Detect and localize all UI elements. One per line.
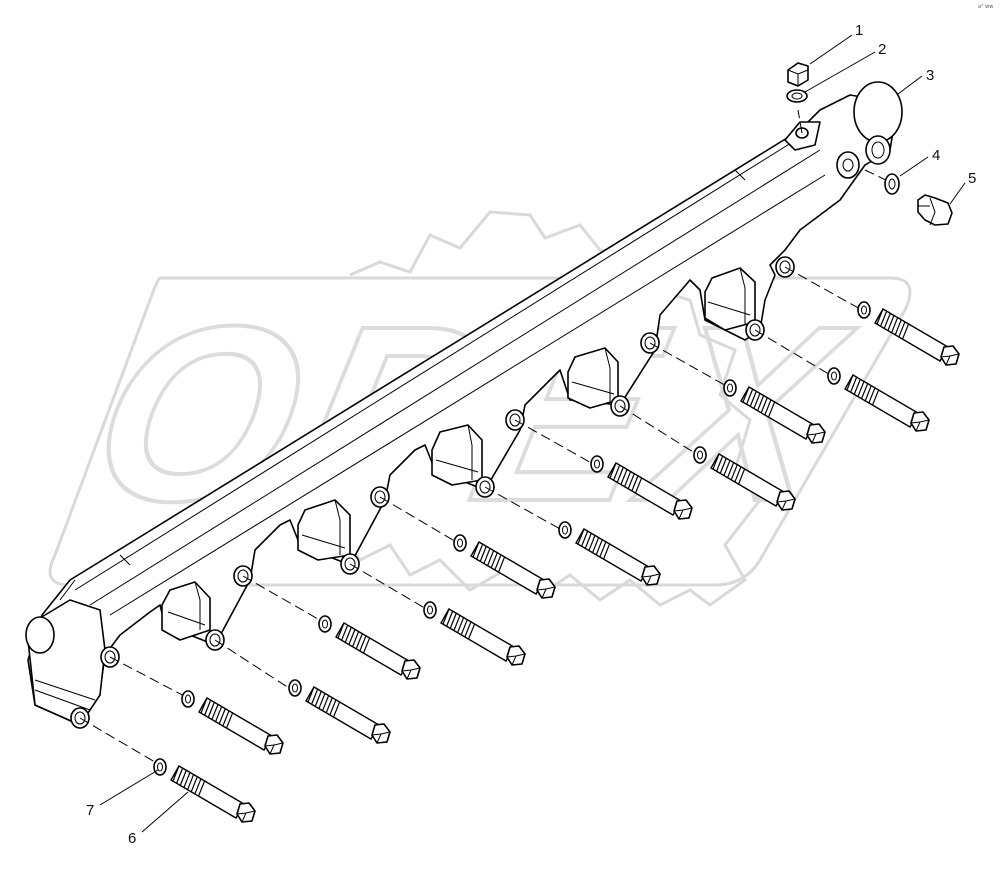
watermark-frame xyxy=(48,276,912,587)
side-port xyxy=(836,151,860,179)
callout-1: 1 xyxy=(855,22,863,39)
left-end-lines xyxy=(34,579,96,711)
callout-leaders xyxy=(99,34,966,833)
exhaust-port-3 xyxy=(431,424,483,486)
bolt-shaft xyxy=(740,386,815,440)
bolt-shaft xyxy=(874,308,949,362)
corner-mark: a° ww xyxy=(978,4,993,10)
bolt-washer-pair xyxy=(827,367,930,432)
bolt-washer-pair xyxy=(857,301,960,366)
sealing-washer-top xyxy=(786,89,808,103)
washer xyxy=(288,679,302,697)
washer xyxy=(423,601,437,619)
exhaust-port-1 xyxy=(161,581,211,641)
assembly-lines xyxy=(79,109,891,766)
bolt-shaft xyxy=(440,608,515,662)
plug-side xyxy=(917,194,953,226)
manifold-top-edge xyxy=(74,127,816,591)
callout-5: 5 xyxy=(968,170,976,187)
bolt-washer-pair xyxy=(288,679,391,744)
plug-top xyxy=(787,62,809,87)
washer xyxy=(453,534,467,552)
outlet-port-inner xyxy=(871,141,885,159)
bolt-washer-pair xyxy=(693,446,796,511)
bolt-shaft xyxy=(335,622,410,676)
bolt-washer-pair xyxy=(423,601,526,666)
side-port-inner xyxy=(842,158,854,172)
callout-6: 6 xyxy=(128,830,136,847)
exhaust-manifold xyxy=(25,81,903,729)
manifold-seam xyxy=(119,169,746,566)
bolt-washer-pair xyxy=(453,534,556,599)
exhaust-port-2 xyxy=(297,499,351,561)
bolt-washer-pair xyxy=(153,758,256,823)
sealing-washer-side xyxy=(884,173,900,195)
callout-labels: 1 2 3 4 5 6 7 xyxy=(86,22,976,847)
bolt-washer-pair xyxy=(558,521,661,586)
washer xyxy=(181,690,195,708)
washer xyxy=(827,367,841,385)
callout-3: 3 xyxy=(926,67,934,84)
bolt-washer-pair xyxy=(590,455,693,520)
washer xyxy=(558,521,572,539)
left-end-plug xyxy=(25,616,55,654)
bolt-shaft xyxy=(844,374,919,428)
outlet-flange xyxy=(853,81,903,143)
callout-4: 4 xyxy=(932,147,940,164)
manifold-upper-line xyxy=(89,149,821,606)
bolt-shaft xyxy=(575,528,650,582)
exhaust-port-4 xyxy=(567,347,619,409)
bolt-washer-pair xyxy=(318,615,421,680)
washer xyxy=(723,379,737,397)
bolt-shaft xyxy=(198,697,273,751)
callout-7: 7 xyxy=(86,802,94,819)
bolt-washer-pair xyxy=(723,379,826,444)
washer xyxy=(693,446,707,464)
bolt-washer-pair xyxy=(181,690,284,755)
bolt-shaft xyxy=(305,686,380,740)
washer xyxy=(857,301,871,319)
exhaust-port-5 xyxy=(704,267,756,331)
bolt-shaft xyxy=(470,541,545,595)
washer xyxy=(318,615,332,633)
outlet-port xyxy=(865,135,891,165)
bolt-shaft xyxy=(710,453,785,507)
bolt-shaft xyxy=(607,462,682,516)
bolt-set xyxy=(153,301,960,823)
washer xyxy=(590,455,604,473)
washer xyxy=(153,758,167,776)
manifold-lower-line xyxy=(109,174,826,616)
callout-2: 2 xyxy=(878,41,886,58)
bolt-shaft xyxy=(170,765,245,819)
